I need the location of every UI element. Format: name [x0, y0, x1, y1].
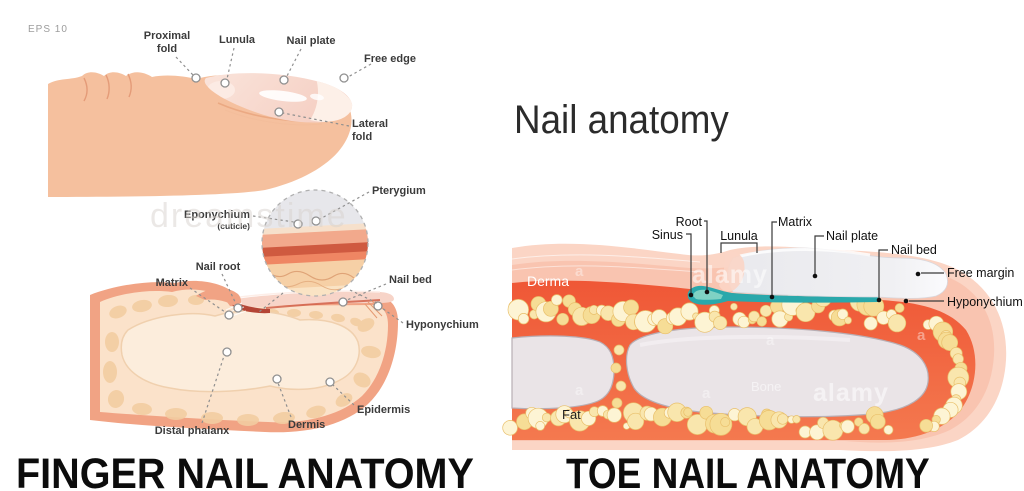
- alamy-watermark: alamy: [692, 261, 768, 289]
- toe-bone-distal: [625, 326, 929, 418]
- nail-matrix-root-teal: [687, 285, 878, 305]
- cuticle-inset: [261, 189, 369, 297]
- dreamstime-watermark: dreamstime: [150, 197, 348, 235]
- nail-anatomy-heading: Nail anatomy: [514, 98, 729, 142]
- distal-phalanx-bone: [120, 310, 360, 393]
- toe-bone-proximal: [511, 335, 615, 410]
- finger-top-view: [48, 72, 353, 197]
- finger-cross-section: [90, 280, 398, 433]
- fat-tissue-bubbles: [502, 289, 970, 441]
- alamy-watermark: alamy: [813, 379, 889, 407]
- toe-nail-anatomy-title: TOE NAIL ANATOMY: [566, 450, 930, 491]
- eps-note: EPS 10: [28, 24, 68, 35]
- finger-nail-anatomy-title: FINGER NAIL ANATOMY: [16, 450, 474, 491]
- section-nail-plate: [236, 291, 394, 309]
- leader-lines-toe: [686, 220, 944, 304]
- toe-cross-section: [502, 243, 1007, 452]
- leader-lines-finger: [175, 47, 404, 424]
